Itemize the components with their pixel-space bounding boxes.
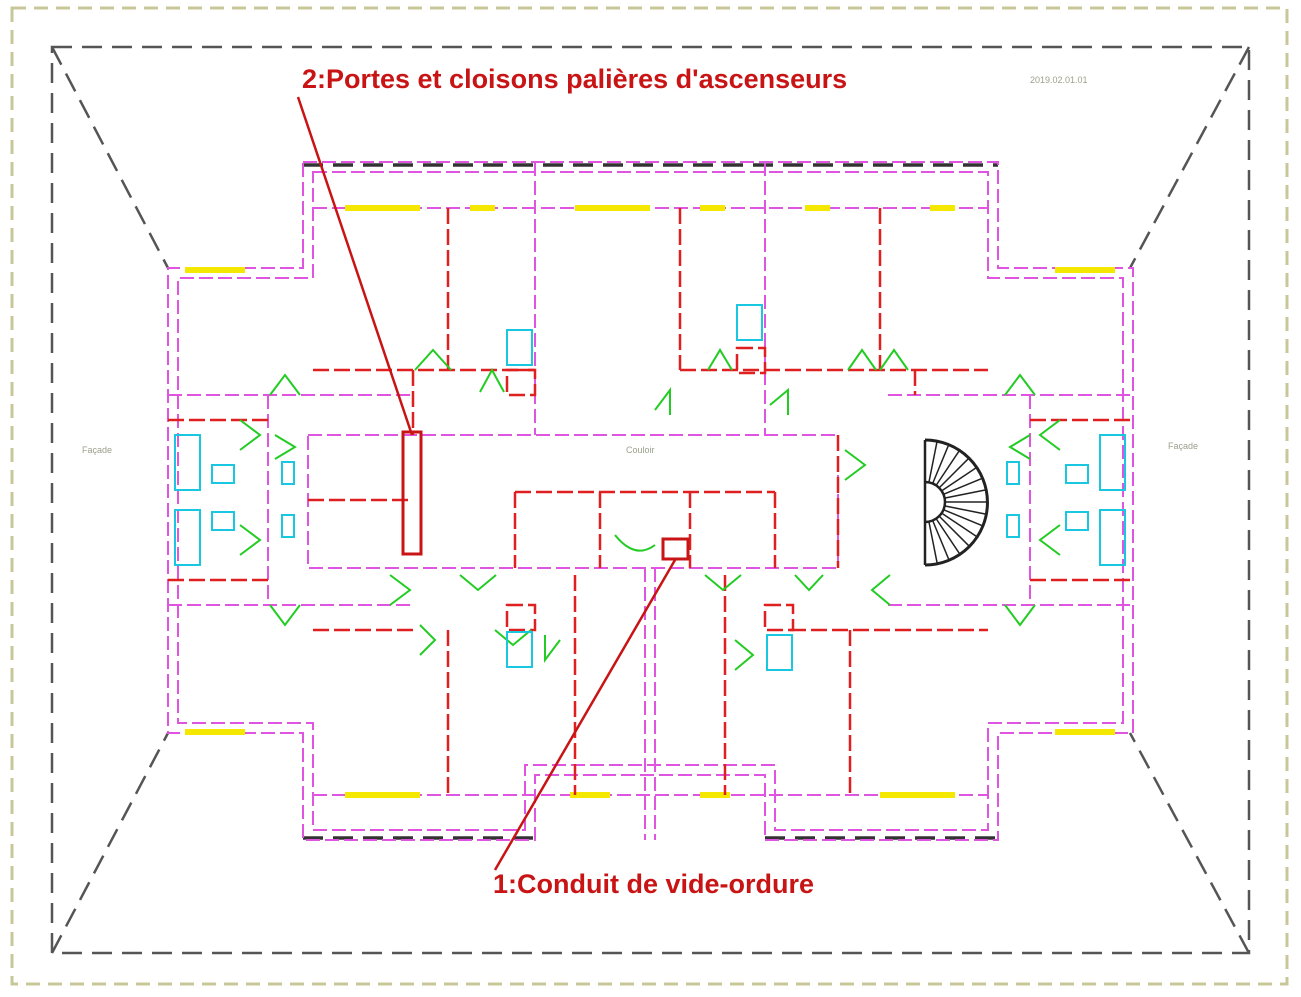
bathtub [174,509,201,566]
shower [506,631,533,668]
facade-right-label: Façade [1168,441,1198,451]
door-swing [707,348,733,371]
annotation-landing: 2:Portes et cloisons palières d'ascenseu… [296,64,847,556]
toilet [1006,461,1020,485]
chute-marker [661,537,690,561]
sink [1065,511,1089,531]
toilet [281,514,295,538]
stair-step [941,466,977,492]
door-swing [269,373,301,396]
door-swing [239,419,262,451]
small-labels: 2019.02.01.01 Façade Façade Couloir [82,75,1198,455]
door-swing [459,574,497,592]
spiral-staircase-icon [923,438,989,567]
facade-left-label: Façade [82,445,112,455]
shower [766,634,793,671]
door-swing [239,524,262,556]
stair-step [931,444,950,484]
door-swing [1004,604,1036,627]
outline-diag-tl [50,46,170,269]
door-swing [1038,419,1061,451]
door-swing [274,434,297,460]
partition-box [505,603,537,632]
door-swing [734,639,755,671]
door-swing [614,534,656,552]
fixtures [174,304,1126,671]
stair-inner-arc [924,480,947,524]
stair-step [938,457,970,489]
shower [736,304,763,341]
bathtub [1099,434,1126,491]
partition-box [763,603,795,632]
windows [185,205,1115,798]
landing-marker [401,430,423,556]
stair-step [943,508,983,527]
door-swing [844,449,867,481]
chute-leader [493,559,677,871]
door-swing [544,635,561,663]
stair-step [943,477,983,496]
landing-leader [296,96,414,436]
door-swing [414,348,452,371]
bathtub [174,434,201,491]
door-swing [269,604,301,627]
doors [239,348,1061,671]
stair-step [931,520,950,560]
shower [506,329,533,366]
partition-box [735,346,767,375]
outline-diag-bl [50,732,170,954]
door-swing [1004,373,1036,396]
stair-step [944,489,986,499]
door-swing [389,574,412,606]
door-swing [419,624,437,656]
door-swing [794,574,824,592]
sink [1065,464,1089,484]
corridor-label: Couloir [626,445,655,455]
stair-steps [924,440,987,564]
stair-outer-arc [924,438,989,567]
wall-outline-outer [167,161,1134,841]
annotation-chute: 1:Conduit de vide-ordure [493,537,814,899]
door-swing [654,387,671,415]
door-swing [847,348,877,371]
sheet-border [10,6,1289,986]
door-swing [1038,524,1061,556]
outline-frame [50,45,1251,955]
outline-outer-rect [50,45,1251,955]
toilet [1006,514,1020,538]
door-swing [1008,434,1031,460]
chute-label: 1:Conduit de vide-ordure [493,869,814,899]
corridor-wall [307,434,839,569]
sink [211,464,235,484]
stair-step [938,515,970,547]
door-swing [479,367,505,393]
stair-step [935,450,961,486]
door-swing [769,387,789,415]
stair-step [928,441,938,483]
partition-box [505,368,537,397]
stair-step [935,518,961,554]
door-swing [704,574,742,592]
door-swing [494,629,532,647]
wall-outline-inner [177,171,1124,831]
stair-step [944,505,986,515]
outline-diag-tr [1128,46,1251,269]
stair-step [941,512,977,538]
landing-label: 2:Portes et cloisons palières d'ascenseu… [302,64,847,94]
partitions [168,208,1133,795]
bathtub [1099,509,1126,566]
toilet [281,461,295,485]
sink [211,511,235,531]
stair-step [928,521,938,563]
date-stamp: 2019.02.01.01 [1030,75,1088,85]
door-swing [879,348,909,371]
outline-diag-br [1128,732,1251,954]
door-swing [870,574,891,606]
